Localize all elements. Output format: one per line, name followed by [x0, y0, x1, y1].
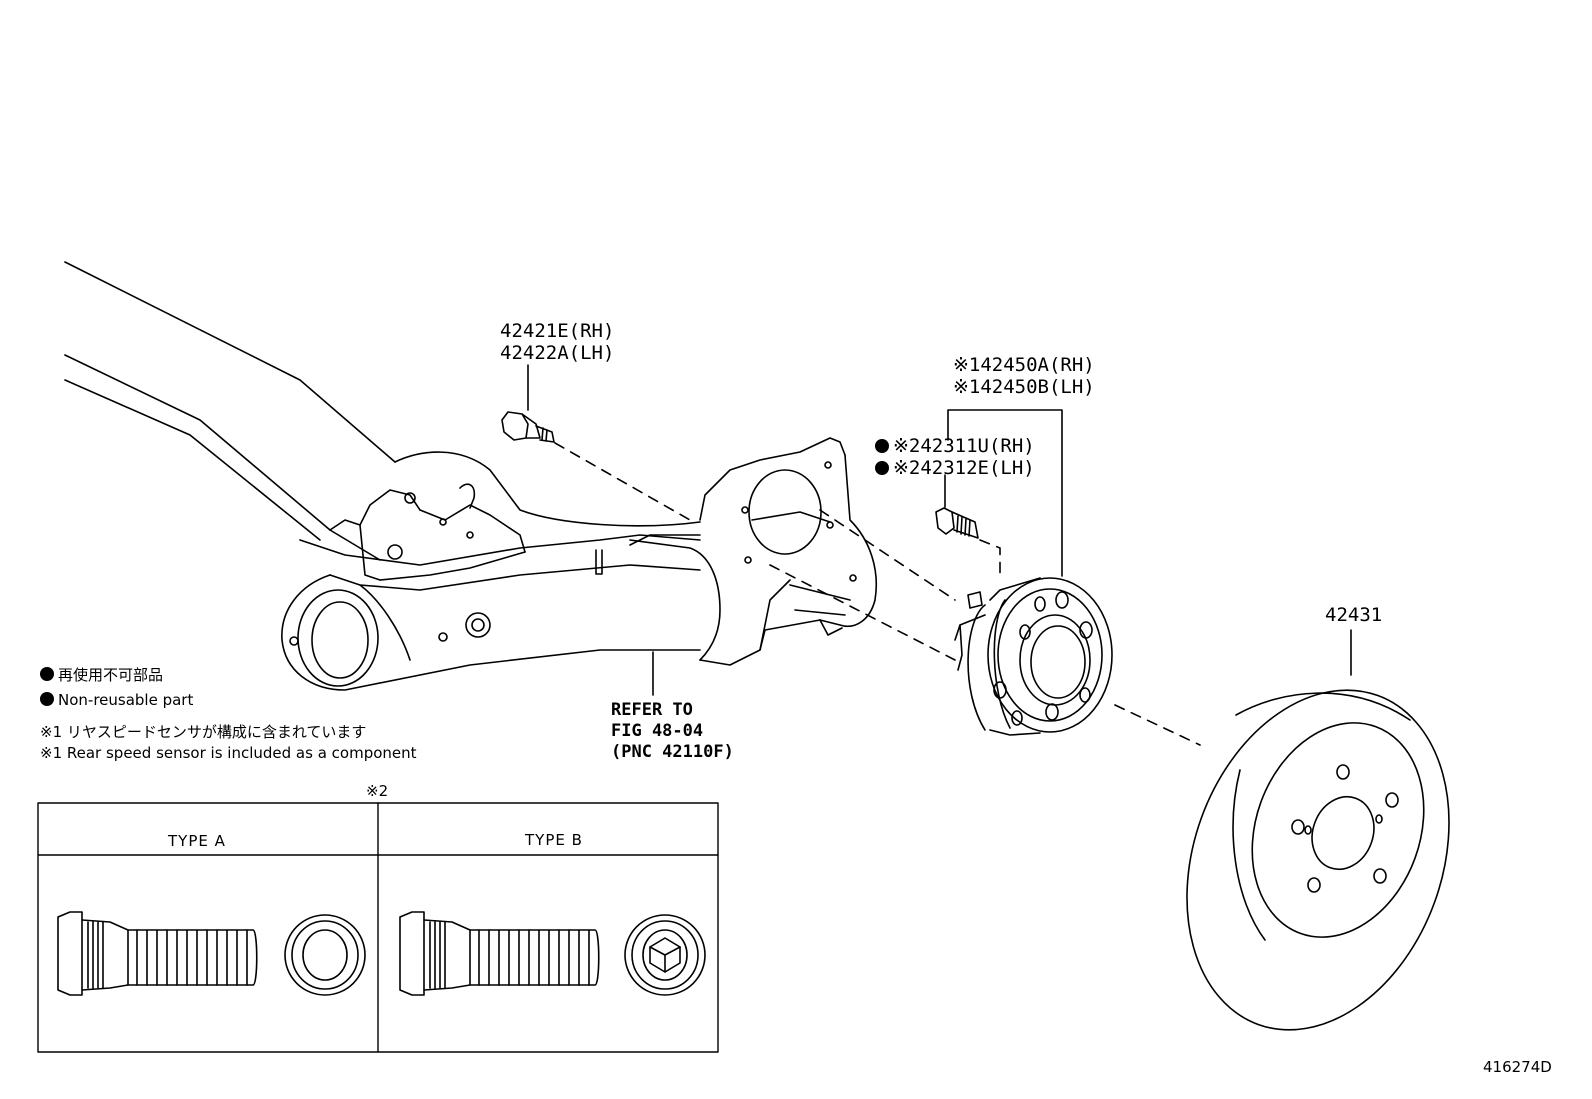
stud-lh-row: ※242312E(LH)	[875, 459, 1035, 478]
hub-rh-part-number: ※142450A(RH)	[953, 354, 1095, 376]
disc-rotor-drawing	[1114, 629, 1450, 1031]
illustration-id: 416274D	[1483, 1058, 1552, 1076]
hub-bolt-drawing	[935, 474, 1001, 581]
legend-note1-jp: ※1 リヤスピードセンサが構成に含まれています	[40, 723, 367, 741]
legend-non-reusable-en: Non-reusable part	[40, 692, 193, 708]
refer-line-1: REFER TO	[611, 700, 693, 720]
detail-table-frame	[37, 802, 719, 1053]
type-a-header: TYPE A	[168, 832, 226, 850]
non-reusable-dot-icon	[40, 692, 54, 706]
legend-note1-en: ※1 Rear speed sensor is included as a co…	[40, 744, 417, 762]
non-reusable-dot-icon	[875, 461, 889, 475]
non-reusable-dot-icon	[40, 667, 54, 681]
bolt-rh-part-number: 42421E(RH)	[500, 320, 615, 342]
axle-beam-drawing	[64, 261, 878, 691]
bolt-lh-part-number: 42422A(LH)	[500, 342, 615, 364]
disc-part-number: 42431	[1325, 604, 1383, 626]
flange-bolt-drawing	[501, 364, 691, 521]
refer-line-2: FIG 48-04	[611, 721, 704, 741]
stud-lh-part-number: ※242312E(LH)	[893, 457, 1035, 479]
type-b-header: TYPE B	[525, 831, 583, 849]
detail-table-marker: ※2	[366, 782, 389, 800]
refer-line-3: (PNC 42110F)	[611, 742, 734, 762]
non-reusable-dot-icon	[875, 439, 889, 453]
legend-non-reusable-jp: 再使用不可部品	[40, 667, 163, 683]
hub-bearing-drawing	[769, 409, 1113, 736]
type-b-stud-drawing	[399, 911, 706, 996]
type-a-stud-drawing	[57, 911, 366, 996]
stud-rh-part-number: ※242311U(RH)	[893, 435, 1035, 457]
hub-lh-part-number: ※142450B(LH)	[953, 376, 1095, 398]
stud-rh-row: ※242311U(RH)	[875, 437, 1035, 456]
